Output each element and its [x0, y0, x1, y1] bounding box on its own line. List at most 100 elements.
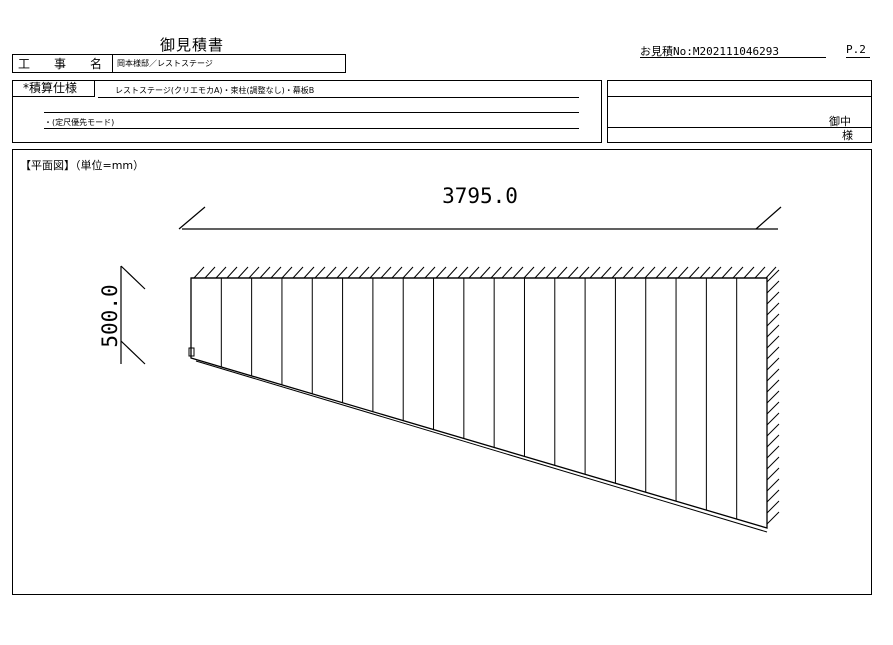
hatch-mark [666, 266, 678, 279]
hatch-mark [413, 266, 425, 279]
hatch-mark [457, 266, 469, 279]
hatch-mark [314, 266, 326, 279]
hatch-mark [281, 266, 293, 279]
hatch-mark [600, 266, 612, 279]
hatch-mark [347, 266, 359, 279]
hatch-mark [490, 266, 502, 279]
hatch-mark [501, 266, 513, 279]
wall-hatch-top [191, 266, 777, 279]
page-number: P.2 [846, 43, 866, 56]
hatch-mark [215, 266, 227, 279]
hatch-mark [766, 324, 780, 338]
spec-line-2: ・(定尺優先モード) [44, 118, 115, 127]
hatch-mark [545, 266, 557, 279]
hatch-mark [402, 266, 414, 279]
hatch-mark [556, 266, 568, 279]
depth-dim-tick-top [120, 265, 146, 290]
hatch-mark [325, 266, 337, 279]
hatch-mark [435, 266, 447, 279]
hatch-mark [765, 266, 777, 279]
hatch-mark [766, 478, 780, 492]
hatch-mark [766, 357, 780, 371]
hatch-mark [424, 266, 436, 279]
hatch-mark [766, 379, 780, 393]
hatch-mark [710, 266, 722, 279]
hatch-mark [732, 266, 744, 279]
spec-box [12, 80, 602, 143]
plan-box [12, 149, 872, 595]
hatch-mark [743, 266, 755, 279]
hatch-mark [766, 346, 780, 360]
deck-outline [190, 277, 768, 529]
hatch-mark [369, 266, 381, 279]
estimate-number-underline [640, 57, 826, 58]
plan-title: 【平面図】（単位=mm） [20, 159, 145, 172]
spec-line-1: レストステージ(クリエモカA)・束柱(調整なし)・幕板B [115, 86, 315, 95]
hatch-mark [358, 266, 370, 279]
hatch-mark [336, 266, 348, 279]
width-dim-label: 3795.0 [442, 184, 518, 208]
hatch-mark [766, 434, 780, 448]
hatch-mark [677, 266, 689, 279]
hatch-mark [611, 266, 623, 279]
project-divider [112, 54, 113, 73]
hatch-mark [270, 266, 282, 279]
hatch-mark [446, 266, 458, 279]
deck-front-edge [195, 360, 768, 533]
hatch-mark [193, 266, 205, 279]
corner-post [188, 347, 195, 357]
hatch-mark [766, 302, 780, 316]
hatch-mark [391, 266, 403, 279]
hatch-mark [380, 266, 392, 279]
estimate-number: お見積No:M202111046293 [640, 45, 779, 58]
hatch-mark [754, 266, 766, 279]
hatch-mark [512, 266, 524, 279]
hatch-mark [622, 266, 634, 279]
hatch-mark [766, 412, 780, 426]
hatch-mark [766, 445, 780, 459]
hatch-mark [303, 266, 315, 279]
project-label-char-1: 工 [18, 57, 31, 71]
hatch-mark [766, 269, 780, 283]
hatch-mark [699, 266, 711, 279]
hatch-mark [644, 266, 656, 279]
depth-dim-label: 500.0 [98, 284, 122, 347]
project-label-char-2: 事 [53, 57, 66, 71]
hatch-mark [259, 266, 271, 279]
project-box [12, 54, 346, 73]
hatch-mark [766, 456, 780, 470]
deck-boards [195, 278, 768, 533]
spec-rule-3 [44, 128, 579, 129]
hatch-mark [766, 423, 780, 437]
width-dim-tick-right [755, 206, 782, 230]
hatch-mark [766, 313, 780, 327]
hatch-mark [766, 368, 780, 382]
client-rule-2 [607, 127, 872, 128]
hatch-mark [766, 291, 780, 305]
hatch-mark [766, 489, 780, 503]
hatch-mark [479, 266, 491, 279]
hatch-mark [567, 266, 579, 279]
hatch-mark [633, 266, 645, 279]
hatch-mark [204, 266, 216, 279]
hatch-mark [534, 266, 546, 279]
hatch-mark [578, 266, 590, 279]
project-label: 工 事 名 [14, 55, 110, 72]
hatch-mark [766, 511, 780, 525]
depth-dim-tick-bottom [120, 340, 146, 365]
project-name: 岡本様邸／レストステージ [117, 59, 213, 68]
spec-label: *積算仕様 [13, 81, 95, 97]
spec-rule-1 [98, 97, 579, 98]
hatch-mark [226, 266, 238, 279]
hatch-mark [766, 280, 780, 294]
hatch-mark [655, 266, 667, 279]
hatch-mark [589, 266, 601, 279]
hatch-mark [292, 266, 304, 279]
hatch-mark [468, 266, 480, 279]
hatch-mark [766, 335, 780, 349]
client-onchu: 御中 [829, 115, 851, 128]
hatch-mark [766, 390, 780, 404]
hatch-mark [688, 266, 700, 279]
hatch-mark [766, 467, 780, 481]
